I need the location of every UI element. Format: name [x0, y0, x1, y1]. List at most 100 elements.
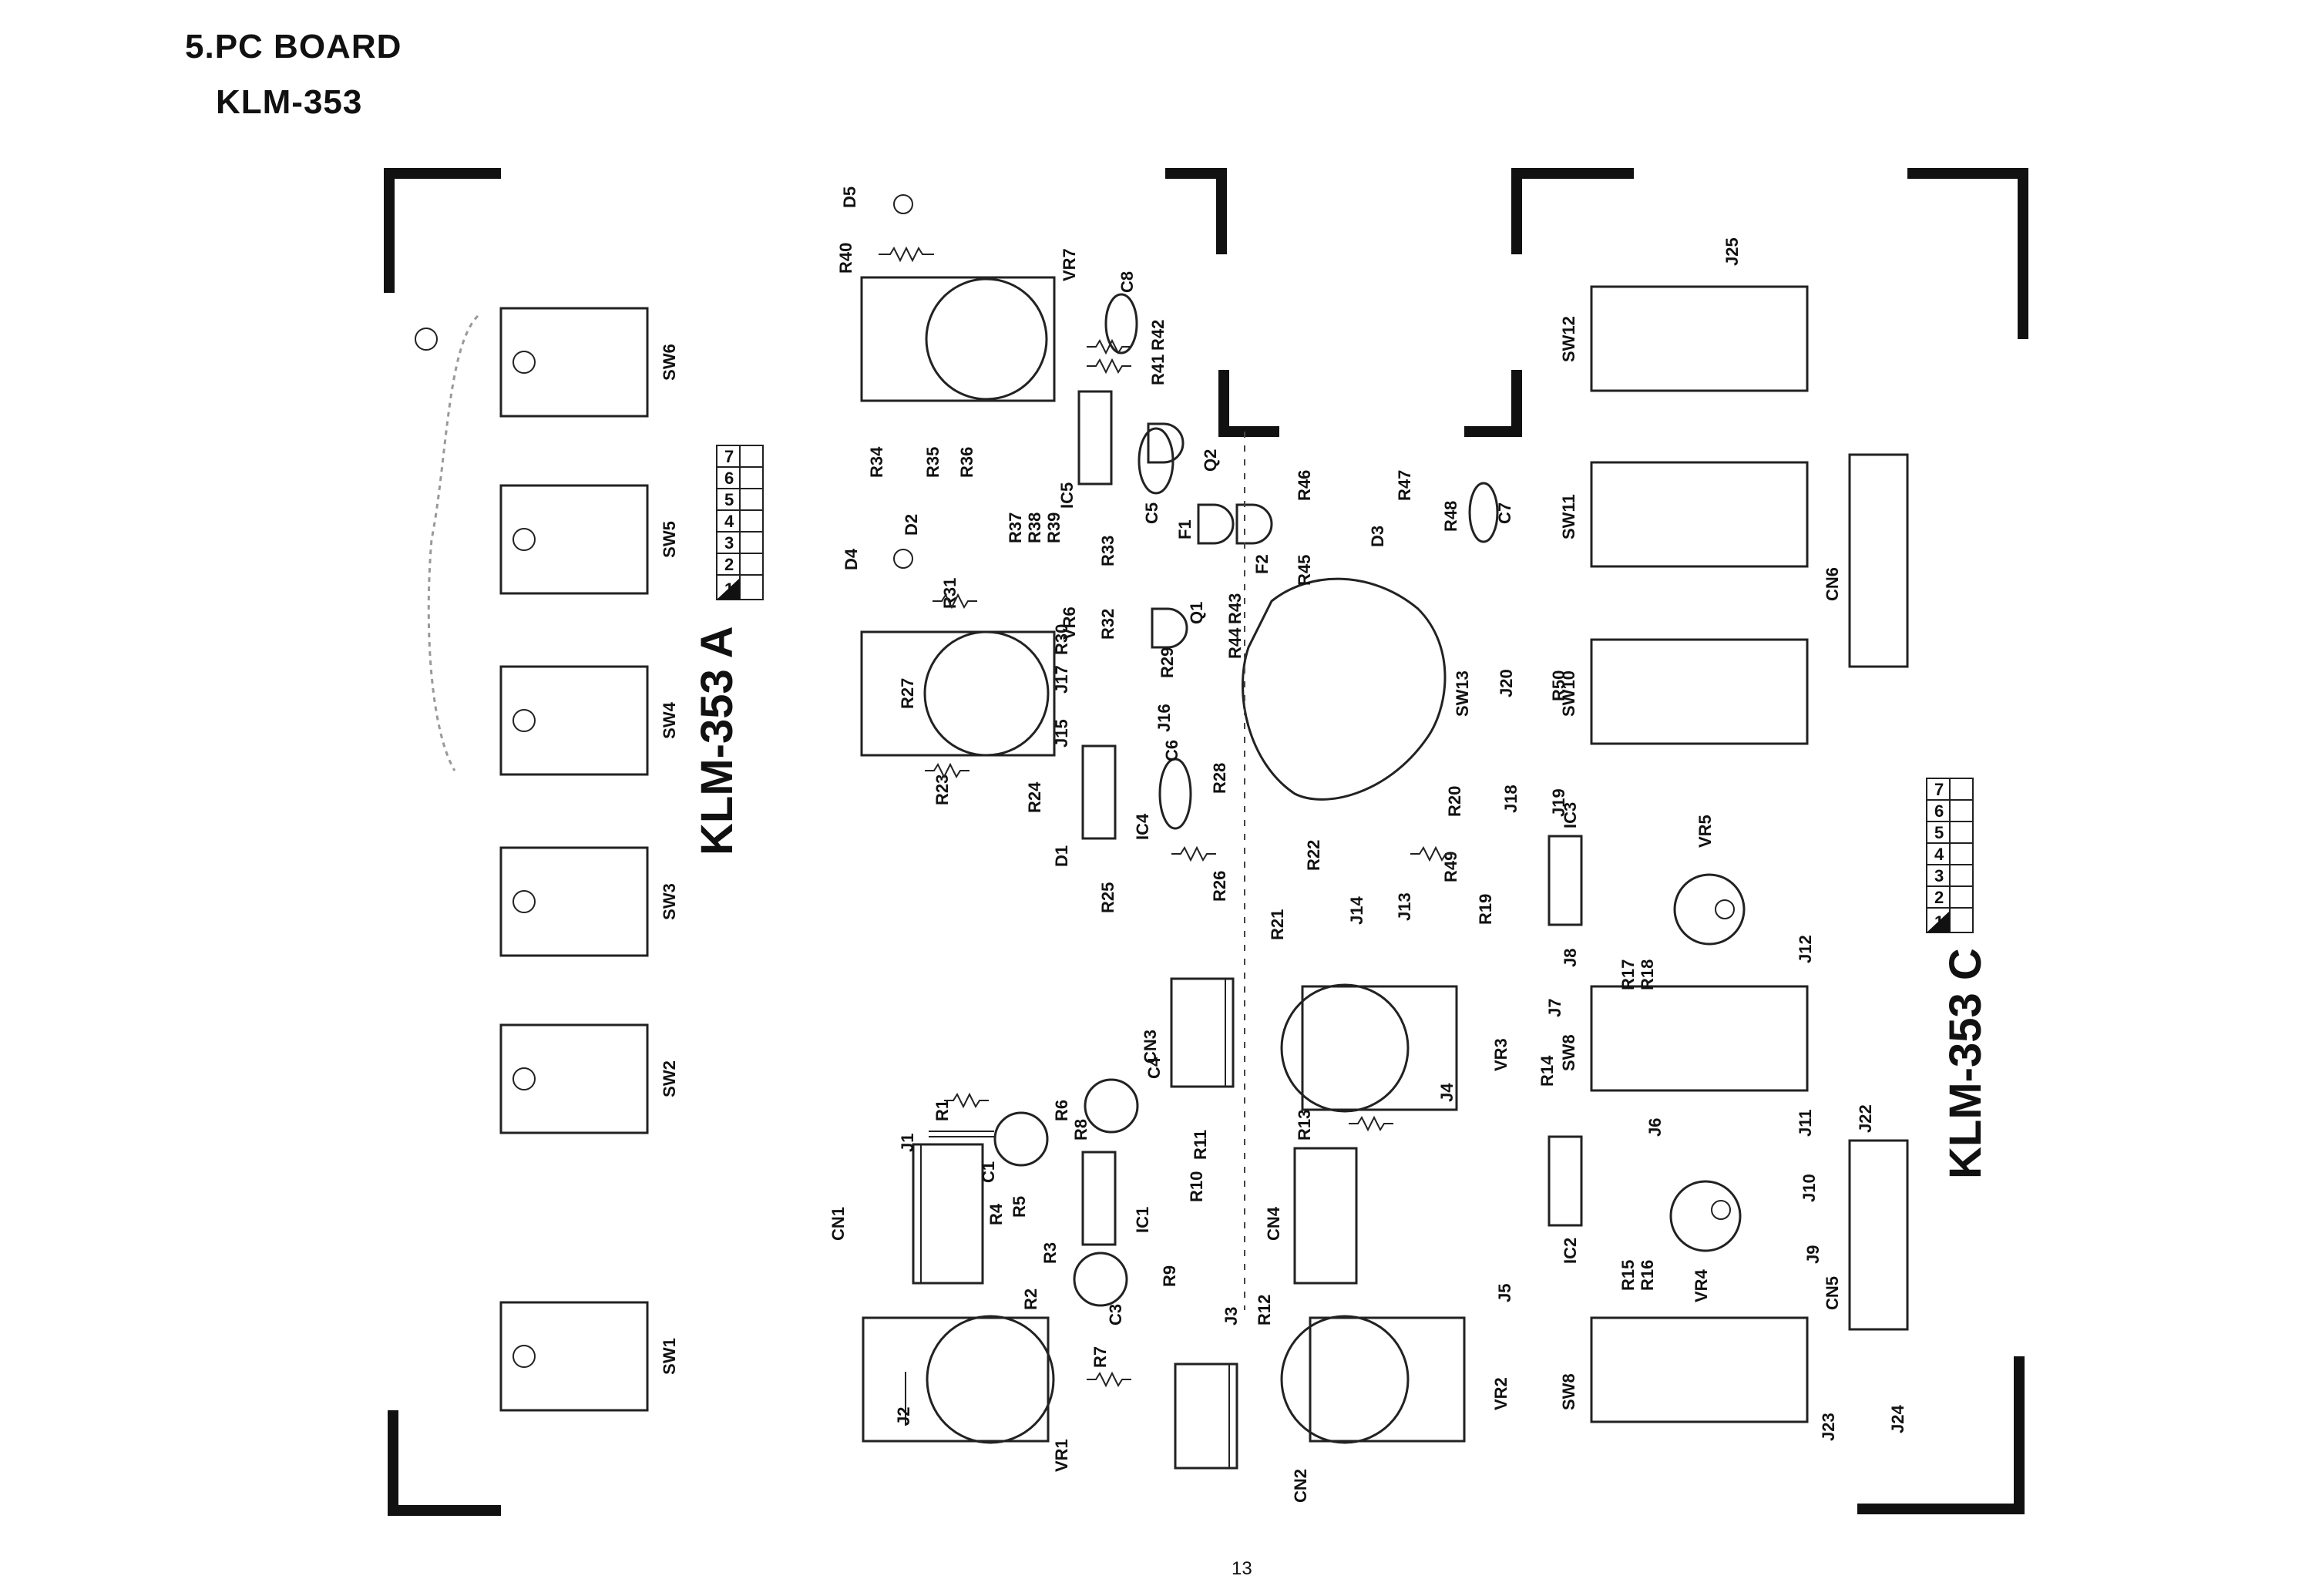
resistor-label: R2	[1021, 1289, 1040, 1310]
jumper-label: J2	[894, 1407, 913, 1426]
vr7: VR7	[860, 248, 1079, 402]
vr-label: VR5	[1695, 815, 1715, 848]
fuses-transistors: F1 F2 Q2 Q1	[1147, 422, 1273, 649]
switch-label: SW6	[660, 344, 679, 381]
grid-number: 5	[1934, 823, 1944, 842]
resistor-label: R44	[1225, 627, 1245, 659]
jumper-label: J7	[1545, 999, 1564, 1017]
cap-c4	[1084, 1078, 1139, 1134]
sw8: SW8	[1559, 1316, 1809, 1423]
cn-label: CN1	[828, 1207, 848, 1241]
grid-number: 4	[724, 512, 734, 531]
grid-number: 3	[724, 533, 734, 553]
switch-label: SW3	[660, 883, 679, 920]
cap-c6	[1158, 758, 1192, 830]
grid-number: 1	[1934, 912, 1944, 932]
cn5: CN5	[1823, 1139, 1909, 1331]
sw12: SW12	[1559, 285, 1809, 392]
resistor-label: R50	[1549, 670, 1568, 701]
sw-label: SW8	[1559, 1373, 1578, 1410]
cn-label: CN2	[1291, 1469, 1310, 1503]
resistor-label: R45	[1295, 555, 1314, 586]
vr-label: VR2	[1491, 1377, 1511, 1410]
resistor-label: R16	[1638, 1260, 1657, 1291]
resistor-label: R15	[1618, 1260, 1638, 1291]
jumper-label: J11	[1796, 1110, 1815, 1137]
sw-label: SW13	[1453, 670, 1472, 717]
vr4: VR4	[1669, 1180, 1742, 1302]
jumper-label: J19	[1549, 788, 1568, 817]
switch-label: SW2	[660, 1060, 679, 1097]
jumper-label: J20	[1497, 669, 1516, 697]
resistor-label: R8	[1071, 1119, 1090, 1141]
diodes: D5 D2 D4 D3 D1	[840, 186, 1387, 867]
resistor-label: R48	[1441, 501, 1460, 532]
jumper-label: J24	[1888, 1405, 1907, 1433]
sw-label: SW11	[1559, 494, 1578, 539]
vr2: VR2	[1280, 1315, 1511, 1444]
jumper-j1: J1	[898, 1131, 994, 1152]
resistor-label: R10	[1187, 1171, 1206, 1202]
ic-label: IC5	[1057, 482, 1077, 509]
resistor-label: R7	[1090, 1346, 1110, 1368]
resistor-label: R43	[1225, 593, 1245, 624]
sw-label: SW10	[1559, 670, 1578, 717]
diode-label: D4	[842, 548, 861, 570]
resistor-label: R35	[923, 447, 943, 478]
capacitors: C1 C3 C4 C5 C6 C7 C8	[979, 271, 1514, 1326]
sw-label: SW8	[1559, 1034, 1578, 1071]
cap-label: C5	[1142, 502, 1161, 524]
resistor-label: R3	[1040, 1242, 1060, 1264]
resistor-label: R41	[1148, 354, 1168, 385]
grid-number: 7	[1934, 780, 1944, 799]
grid-number: 6	[1934, 801, 1944, 821]
fuse-label: F1	[1175, 519, 1195, 539]
cap-label: C4	[1144, 1057, 1164, 1079]
jumper-label: J14	[1347, 896, 1366, 925]
right-switches: SW12 SW11 SW10 SW8 SW8 SW13	[1242, 285, 1809, 1423]
switch-sw6: SW6	[499, 307, 679, 418]
vr6: VR6	[860, 606, 1079, 757]
resistor-label: R26	[1210, 871, 1229, 902]
ic-label: IC1	[1133, 1207, 1152, 1233]
jumper-label: J16	[1154, 704, 1174, 732]
cn-label: CN4	[1264, 1206, 1283, 1241]
diode-label: D1	[1052, 845, 1071, 867]
resistor-label: R22	[1304, 840, 1323, 871]
jumper-label: J6	[1645, 1118, 1665, 1137]
resistor-label: R39	[1044, 512, 1064, 543]
sw9: SW8	[1559, 985, 1809, 1092]
ic-label: IC4	[1133, 813, 1152, 840]
fuse-label: F2	[1252, 554, 1272, 574]
corner-brackets	[384, 168, 2028, 1516]
board-c-grid: 7 6 5 4 3 2 1	[1926, 778, 1974, 933]
ic2: IC2	[1547, 1135, 1583, 1264]
cap-label: C6	[1162, 740, 1181, 761]
resistor-label: R13	[1295, 1110, 1314, 1141]
board-a: SW6 SW5 SW4 SW3 SW2 SW1	[415, 307, 764, 1412]
ic1: IC1	[1081, 1151, 1152, 1246]
volumes: VR7 VR6 VR3 VR2 VR1 VR5	[860, 248, 1746, 1472]
jumper-label: J17	[1052, 665, 1071, 694]
switch-sw5: SW5	[499, 484, 679, 595]
resistor-label: R33	[1098, 536, 1117, 566]
cap-c7	[1468, 482, 1499, 543]
board-a-name: KLM-353 A	[692, 626, 742, 855]
resistors: R1 R2 R3 R4 R5 R6 R7 R8 R9 R10 R11 R12 R…	[836, 243, 1657, 1368]
resistor-label: R38	[1025, 512, 1044, 543]
jumper-label: J23	[1819, 1413, 1838, 1441]
resistor-label: R12	[1255, 1295, 1274, 1326]
cn-label: CN3	[1141, 1030, 1160, 1063]
resistor-label: R37	[1006, 512, 1025, 543]
cap-c3	[1073, 1252, 1128, 1307]
page-number: 13	[1232, 1558, 1252, 1579]
resistor-label: R25	[1098, 882, 1117, 913]
cn6: CN6	[1823, 453, 1909, 668]
resistor-label: R42	[1148, 320, 1168, 351]
resistor-label: R18	[1638, 959, 1657, 990]
ic-label: IC3	[1561, 802, 1580, 828]
jumpers: J1 J2 J3 J4 J5 J6 J7 J8 J9 J10 J11 J12 J…	[894, 237, 1907, 1441]
jumper-label: J18	[1501, 785, 1521, 813]
diode-label: D2	[902, 514, 921, 536]
jumper-label: J15	[1052, 719, 1071, 748]
